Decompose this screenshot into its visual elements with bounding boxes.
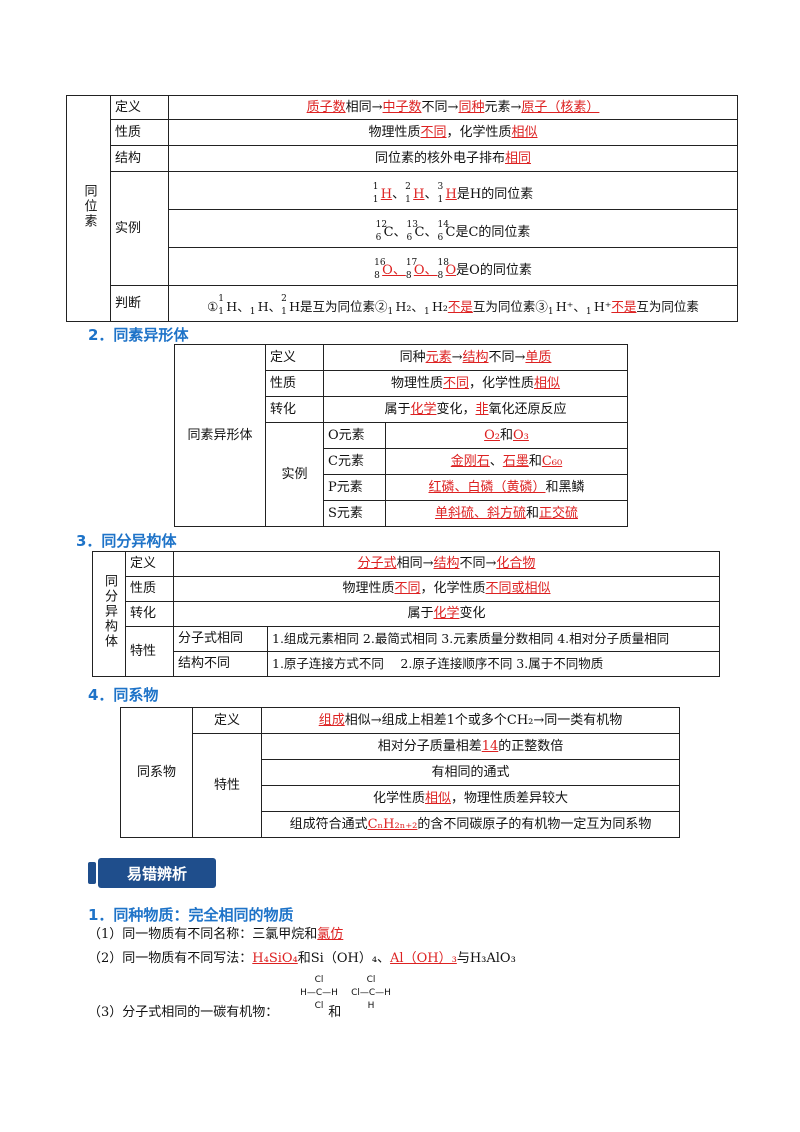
para-2: （2）同一物质有不同写法：H₄SiO₄和Si（OH）₄、Al（OH）₃与H₃Al… — [88, 951, 516, 966]
element-p: P元素 — [323, 474, 386, 501]
element-o: O元素 — [323, 422, 386, 449]
def-label: 定义 — [265, 344, 324, 371]
trans-label: 转化 — [125, 601, 174, 627]
homolog-f2: 有相同的通式 — [261, 759, 680, 786]
def-label: 定义 — [192, 707, 262, 734]
allotrope-c: 金刚石、石墨和C₆₀ — [385, 448, 628, 475]
isomer-title: 同分异构体 — [92, 551, 126, 677]
isomer-trans: 属于化学变化 — [173, 601, 720, 627]
allotrope-o: O₂和O₃ — [385, 422, 628, 449]
f1-label: 分子式相同 — [173, 626, 268, 652]
def-label: 定义 — [110, 95, 169, 120]
isomer-heading: 3．同分异构体 — [76, 532, 177, 550]
isomer-prop: 物理性质不同，化学性质不同或相似 — [173, 576, 720, 602]
element-s: S元素 — [323, 500, 386, 527]
allotrope-trans: 属于化学变化，非氧化还原反应 — [323, 396, 628, 423]
isotope-title: 同位素 — [66, 95, 111, 322]
trans-label: 转化 — [265, 396, 324, 423]
para-3: （3）分子式相同的一碳有机物：和 — [88, 1005, 342, 1020]
f1-text: 1.组成元素相同 2.最简式相同 3.元素质量分数相同 4.相对分子质量相同 — [267, 626, 720, 652]
allotrope-prop: 物理性质不同，化学性质相似 — [323, 370, 628, 397]
allotrope-s: 单斜硫、斜方硫和正交硫 — [385, 500, 628, 527]
example-label: 实例 — [110, 171, 169, 286]
banner-label: 易错辨析 — [98, 858, 216, 888]
judge-label: 判断 — [110, 285, 169, 322]
feature-label: 特性 — [125, 626, 174, 677]
homolog-f1: 相对分子质量相差14的正整数倍 — [261, 733, 680, 760]
allotrope-table: 同素异形体 定义 同种元素→结构不同→单质 性质 物理性质不同，化学性质相似 转… — [174, 344, 628, 527]
isomer-def: 分子式相同→结构不同→化合物 — [173, 551, 720, 577]
struct-label: 结构 — [110, 145, 169, 172]
banner-bar — [88, 862, 96, 884]
para-1: （1）同一物质有不同名称：三氯甲烷和氯仿 — [88, 927, 344, 942]
allotrope-def: 同种元素→结构不同→单质 — [323, 344, 628, 371]
isotope-def: 质子数相同→中子数不同→同种元素→原子（核素） — [168, 95, 738, 120]
prop-label: 性质 — [125, 576, 174, 602]
element-c: C元素 — [323, 448, 386, 475]
allotrope-heading: 2．同素异形体 — [88, 326, 189, 344]
mistakes-heading: 1．同种物质：完全相同的物质 — [88, 906, 294, 924]
allotrope-p: 红磷、白磷（黄磷）和黑鳞 — [385, 474, 628, 501]
allotrope-title: 同素异形体 — [174, 344, 266, 527]
f2-label: 结构不同 — [173, 651, 268, 677]
homolog-table: 同系物 定义 组成相似→组成上相差1个或多个CH₂→同一类有机物 特性 相对分子… — [120, 707, 680, 838]
f2-text: 1.原子连接方式不同 2.原子连接顺序不同 3.属于不同物质 — [267, 651, 720, 677]
feature-label: 特性 — [192, 733, 262, 838]
homolog-f4: 组成符合通式CₙH₂ₙ₊₂的含不同碳原子的有机物一定互为同系物 — [261, 811, 680, 838]
isotope-prop: 物理性质不同，化学性质相似 — [168, 119, 738, 146]
def-label: 定义 — [125, 551, 174, 577]
prop-label: 性质 — [265, 370, 324, 397]
homolog-f3: 化学性质相似，物理性质差异较大 — [261, 785, 680, 812]
homolog-title: 同系物 — [120, 707, 193, 838]
prop-label: 性质 — [110, 119, 169, 146]
homolog-def: 组成相似→组成上相差1个或多个CH₂→同一类有机物 — [261, 707, 680, 734]
example-label: 实例 — [265, 422, 324, 527]
isomer-table: 同分异构体 定义 分子式相同→结构不同→化合物 性质 物理性质不同，化学性质不同… — [92, 551, 720, 677]
isotope-table: 同位素 定义 质子数相同→中子数不同→同种元素→原子（核素） 性质 物理性质不同… — [66, 95, 738, 322]
homolog-heading: 4．同系物 — [88, 686, 159, 704]
mistakes-banner: 易错辨析 — [88, 856, 218, 890]
isotope-struct: 同位素的核外电子排布相同 — [168, 145, 738, 172]
